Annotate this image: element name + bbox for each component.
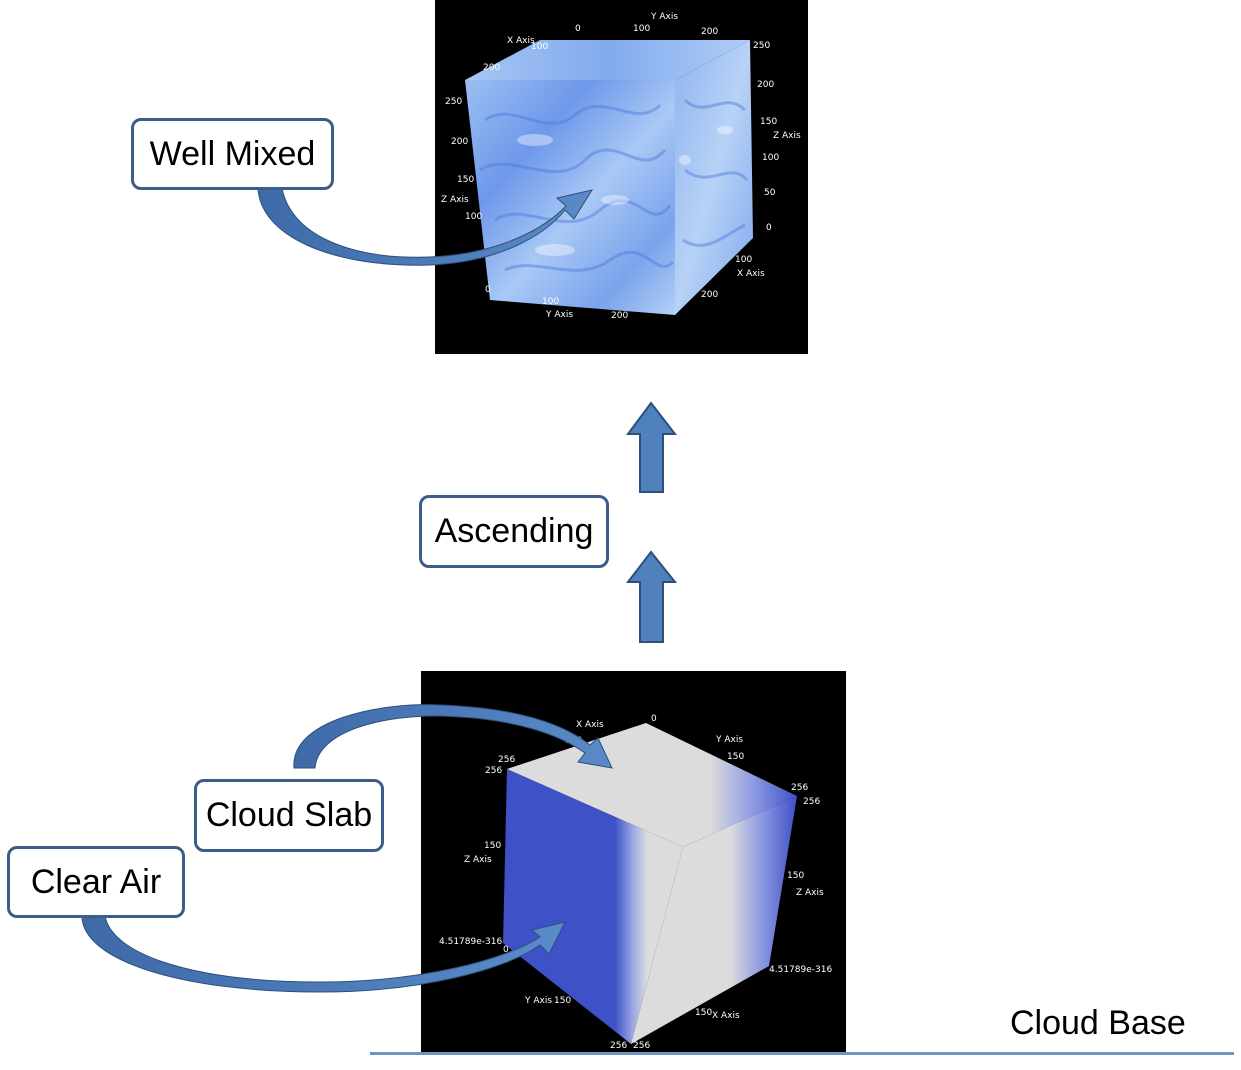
cube-front-face <box>503 769 683 1044</box>
clear-air-label-box: Clear Air <box>7 846 185 918</box>
tick-label: 50 <box>764 188 776 198</box>
tick-label: 100 <box>735 255 752 265</box>
tick-label: 100 <box>542 297 559 307</box>
cloud-slab-label-box: Cloud Slab <box>194 779 384 852</box>
tick-label: 150 <box>484 841 501 851</box>
cube-top-face <box>507 723 797 847</box>
tick-label: 4.51789e-316 <box>769 965 832 975</box>
tick-label: 100 <box>531 42 548 52</box>
tick-label: 150 <box>760 117 777 127</box>
cube-right-face <box>675 40 753 315</box>
tick-label: 0 <box>503 945 509 955</box>
tick-label: 200 <box>483 63 500 73</box>
ascending-arrow-lower <box>625 550 678 643</box>
axis-label: X Axis <box>576 720 604 730</box>
cloud-base-line <box>370 1052 1234 1055</box>
axis-label: X Axis <box>507 36 535 46</box>
tick-label: 200 <box>701 290 718 300</box>
tick-label: 200 <box>611 311 628 321</box>
tick-label: 200 <box>451 137 468 147</box>
clear-air-label: Clear Air <box>30 862 162 901</box>
axis-label: Z Axis <box>441 195 469 205</box>
tick-label: 256 <box>485 766 502 776</box>
tick-label: 150 <box>695 1008 712 1018</box>
axis-label: Z Axis <box>773 131 801 141</box>
tick-label: 4.51789e-316 <box>439 937 502 947</box>
tick-label: 0 <box>575 24 581 34</box>
cloud-base-label: Cloud Base <box>1010 1004 1186 1042</box>
tick-label: 256 <box>610 1041 627 1051</box>
ascending-label: Ascending <box>434 512 594 550</box>
tick-label: 256 <box>633 1041 650 1051</box>
axis-label: Y Axis <box>545 310 573 320</box>
tick-label: 256 <box>498 755 515 765</box>
well-mixed-label-box: Well Mixed <box>131 118 334 190</box>
tick-label: 100 <box>633 24 650 34</box>
tick-label: 100 <box>762 153 779 163</box>
axis-label: Z Axis <box>464 855 492 865</box>
cloud-slab-cube-panel: 0 X Axis 150 Y Axis 150 256 256 256 256 … <box>421 671 846 1055</box>
cube-top-face <box>465 40 750 80</box>
cloud-slab-cube-svg: 0 X Axis 150 Y Axis 150 256 256 256 256 … <box>439 714 832 1051</box>
axis-label: Y Axis <box>650 12 678 22</box>
ascending-label-box: Ascending <box>419 495 609 568</box>
tick-label: 200 <box>757 80 774 90</box>
tick-label: 0 <box>651 714 657 724</box>
tick-label: 250 <box>445 97 462 107</box>
cube-right-face <box>631 796 797 1044</box>
turbulence-texture <box>479 98 749 272</box>
axis-label: X Axis <box>737 269 765 279</box>
tick-label: 150 <box>457 175 474 185</box>
well-mixed-cube-panel: 0 X Axis 100 200 Y Axis 100 200 250 200 … <box>435 0 808 354</box>
well-mixed-curved-arrow <box>257 187 594 266</box>
ascending-arrow-upper <box>626 401 678 493</box>
cloud-slab-curved-arrow <box>293 704 613 769</box>
turbulence-highlights <box>517 126 733 256</box>
tick-label: 150 <box>727 752 744 762</box>
axis-label: Z Axis <box>796 888 824 898</box>
tick-label: 150 <box>554 996 571 1006</box>
well-mixed-label: Well Mixed <box>149 134 316 173</box>
clear-air-curved-arrow <box>81 915 566 993</box>
tick-label: 100 <box>465 212 482 222</box>
tick-label: 256 <box>803 797 820 807</box>
tick-label: 256 <box>791 783 808 793</box>
axis-label: Y Axis <box>524 996 552 1006</box>
tick-label: 0 <box>485 285 491 295</box>
axis-label: X Axis <box>712 1011 740 1021</box>
tick-label: 150 <box>787 871 804 881</box>
cloud-slab-label: Cloud Slab <box>205 796 373 834</box>
tick-label: 250 <box>753 41 770 51</box>
tick-label: 0 <box>766 223 772 233</box>
axis-label: Y Axis <box>715 735 743 745</box>
tick-label: 200 <box>701 27 718 37</box>
